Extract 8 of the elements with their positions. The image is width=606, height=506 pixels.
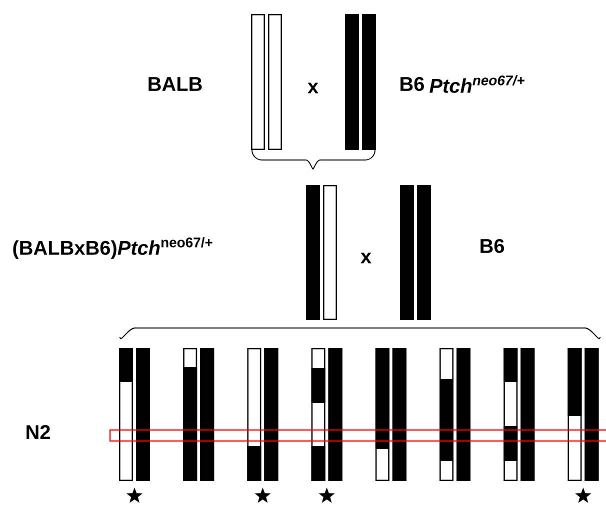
strain-label: B6	[480, 238, 504, 254]
cross-symbol: x	[308, 82, 318, 94]
gene-label: Ptch$^{neo67/+}$	[430, 75, 524, 93]
strain-label: BALB	[148, 77, 202, 91]
generation-label: N2	[26, 425, 50, 439]
strain-label: B6	[400, 76, 424, 92]
cross-symbol: x	[360, 252, 372, 264]
strain-label: (BALBxB6)Ptch$^{neo67/+}$	[13, 237, 212, 259]
